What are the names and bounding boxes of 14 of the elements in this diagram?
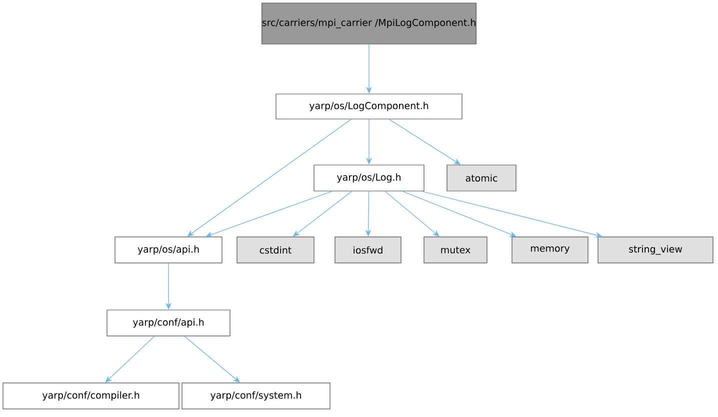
header-box: string_view <box>598 236 714 264</box>
file-box: yarp/os/api.h <box>114 236 222 264</box>
header-box: iosfwd <box>334 236 402 264</box>
file-box: src/carriers/mpi_carrier /MpiLogComponent.h <box>262 2 476 44</box>
file-box: yarp/conf/api.h <box>106 310 230 336</box>
header-box: memory <box>512 236 588 264</box>
header-box: cstdint <box>236 236 314 264</box>
arrow <box>187 118 352 237</box>
file-box: yarp/conf/compiler.h <box>2 382 180 410</box>
file-box: yarp/os/LogComponent.h <box>276 94 462 120</box>
file-box: yarp/os/Log.h <box>314 164 424 192</box>
header-box: mutex <box>424 236 488 264</box>
header-box: atomic <box>446 164 516 192</box>
file-box: yarp/conf/system.h <box>182 382 330 410</box>
